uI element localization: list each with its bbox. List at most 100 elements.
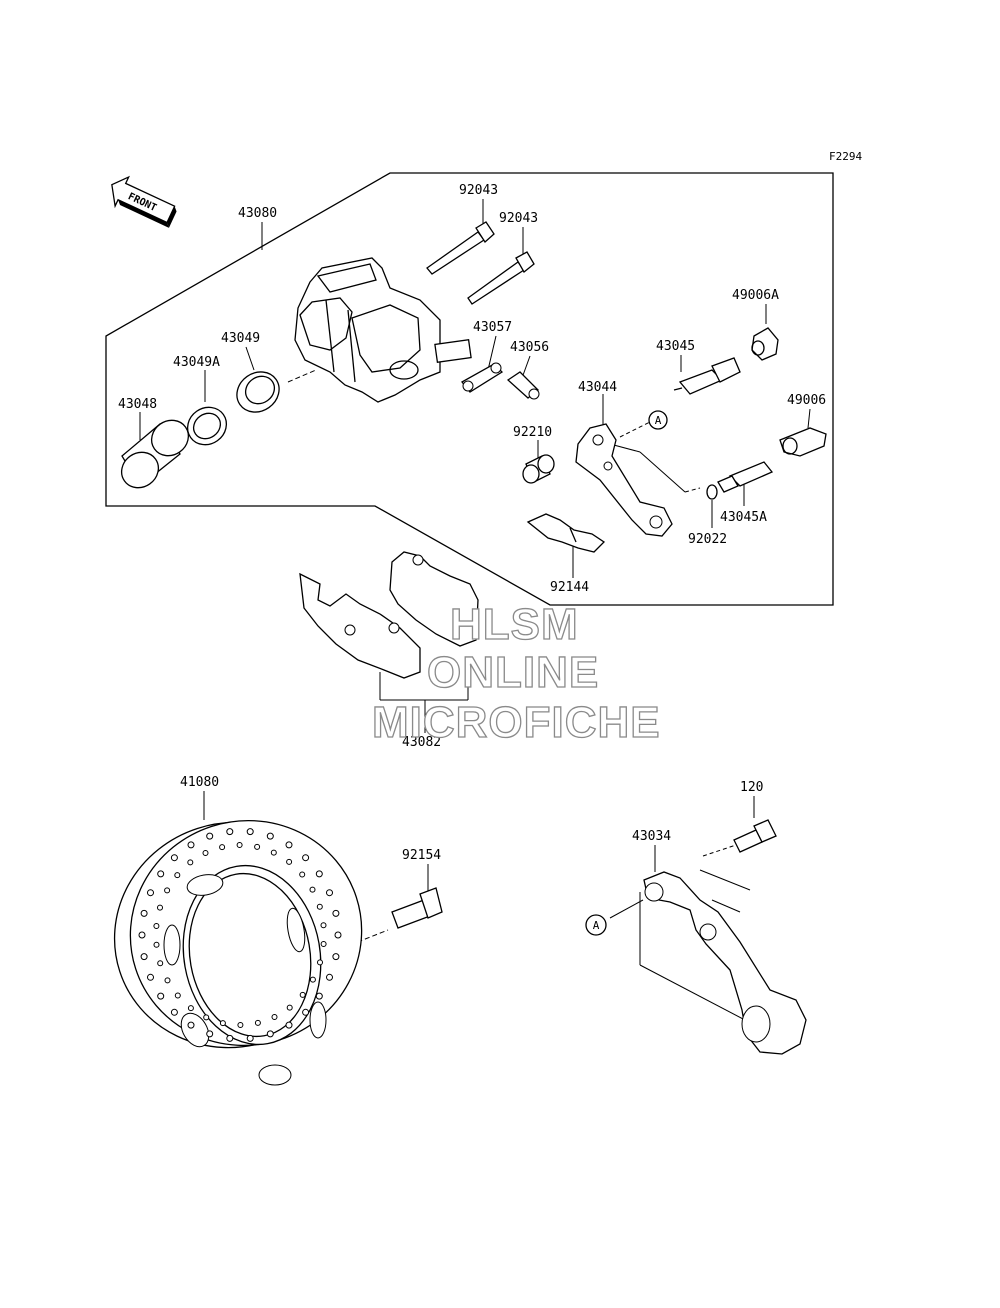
watermark-line-3: MICROFICHE: [371, 697, 661, 747]
part-label-92210[interactable]: 92210: [513, 425, 553, 440]
part-label-43049A[interactable]: 43049A: [173, 355, 220, 370]
part-label-43080[interactable]: 43080: [238, 206, 278, 221]
disc-drill-hole: [270, 849, 277, 856]
reference-marker-a-upper: A: [648, 410, 668, 430]
part-label-49006[interactable]: 49006: [787, 393, 827, 408]
disc-drill-hole: [157, 904, 163, 911]
part-label-43056[interactable]: 43056: [510, 340, 550, 355]
disc-drill-hole: [334, 931, 342, 939]
watermark-line-1: HLSM: [449, 599, 579, 649]
disc-drill-hole: [316, 903, 323, 910]
disc-drill-hole: [164, 887, 171, 894]
disc-drill-hole: [170, 1008, 178, 1016]
disc-drill-hole: [174, 872, 181, 879]
disc-drill-hole: [219, 1020, 226, 1027]
bleeder-valve-43056: [506, 371, 540, 400]
disc-drill-hole: [187, 1021, 195, 1029]
part-label-92022[interactable]: 92022: [688, 532, 728, 547]
disc-drill-hole: [140, 953, 148, 961]
disc-drill-hole: [246, 1034, 254, 1042]
disc-drill-hole: [326, 889, 333, 897]
disc-drill-hole: [266, 1030, 274, 1038]
disc-drill-hole: [254, 1019, 261, 1026]
slide-pin-lower: [467, 251, 535, 305]
disc-drill-hole: [326, 973, 333, 981]
disc-drill-hole: [153, 923, 160, 929]
disc-drill-hole: [332, 953, 340, 961]
disc-drill-hole: [147, 973, 154, 981]
disc-drill-hole: [266, 832, 274, 840]
bleeder-cap-43057: [461, 362, 504, 393]
disc-drill-hole: [203, 1014, 210, 1021]
part-label-43034[interactable]: 43034: [632, 829, 672, 844]
disc-drill-hole: [187, 1005, 194, 1012]
disc-drill-hole: [157, 870, 165, 878]
piston-43048: [120, 419, 190, 489]
disc-drill-hole: [164, 977, 171, 984]
disc-drill-hole: [315, 992, 323, 1000]
part-label-120[interactable]: 120: [740, 780, 764, 795]
svg-text:A: A: [593, 919, 600, 932]
part-label-43045A[interactable]: 43045A: [720, 510, 767, 525]
bolt-120: [733, 819, 777, 853]
disc-drill-hole: [332, 909, 340, 917]
collar-49006: [779, 427, 827, 457]
disc-drill-hole: [302, 1008, 310, 1016]
disc-drill-hole: [206, 832, 214, 840]
part-label-43045[interactable]: 43045: [656, 339, 696, 354]
disc-drill-hole: [317, 959, 323, 966]
disc-drill-hole: [271, 1014, 278, 1020]
disc-drill-hole: [187, 841, 195, 849]
brake-pads-43082: [299, 551, 479, 679]
part-label-43082[interactable]: 43082: [402, 735, 442, 750]
slide-pin-upper: [426, 221, 495, 275]
disc-drill-hole: [320, 941, 327, 947]
part-label-92154[interactable]: 92154: [402, 848, 442, 863]
caliper-bracket-43044: [575, 423, 673, 537]
disc-drill-holes: [138, 828, 342, 1042]
part-label-41080[interactable]: 41080: [180, 775, 220, 790]
figure-code: F2294: [829, 150, 863, 163]
front-arrow: FRONT: [111, 175, 177, 228]
disc-drill-hole: [309, 886, 316, 893]
disc-drill-hole: [187, 859, 194, 866]
pin-43045: [673, 357, 741, 395]
part-label-92043-lower[interactable]: 92043: [499, 211, 539, 226]
part-label-92043-upper[interactable]: 92043: [459, 183, 499, 198]
disc-drill-hole: [153, 941, 160, 948]
sleeve-92210: [522, 454, 555, 484]
torque-link-43034: [643, 871, 807, 1055]
disc-drill-hole: [219, 844, 226, 851]
disc-drill-hole: [285, 841, 293, 849]
part-label-92144[interactable]: 92144: [550, 580, 590, 595]
part-label-49006A[interactable]: 49006A: [732, 288, 779, 303]
ring-92022: [706, 484, 718, 500]
disc-drill-hole: [299, 871, 306, 878]
svg-text:A: A: [655, 414, 662, 427]
disc-drill-hole: [226, 1034, 234, 1042]
seal-43049: [236, 371, 280, 413]
disc-drill-hole: [174, 992, 181, 999]
disc-drill-hole: [254, 843, 261, 850]
disc-drill-hole: [140, 909, 148, 917]
pad-spring-92144: [526, 513, 606, 553]
disc-drill-hole: [226, 828, 234, 836]
part-label-43057[interactable]: 43057: [473, 320, 513, 335]
disc-drill-hole: [138, 931, 146, 939]
watermark-line-2: ONLINE: [426, 647, 600, 697]
disc-drill-hole: [286, 1004, 293, 1011]
caliper-body: [294, 257, 472, 403]
disc-drill-hole: [236, 842, 243, 848]
disc-bolt-92154: [391, 887, 443, 929]
part-label-43048[interactable]: 43048: [118, 397, 158, 412]
reference-marker-a-lower: A: [585, 914, 607, 936]
brake-disc-41080: [113, 819, 363, 1086]
disc-drill-hole: [302, 854, 310, 862]
disc-drill-hole: [286, 858, 293, 865]
part-label-43044[interactable]: 43044: [578, 380, 618, 395]
disc-drill-hole: [170, 854, 178, 862]
seal-43049A: [186, 406, 228, 446]
disc-drill-hole: [202, 850, 209, 856]
part-label-43049[interactable]: 43049: [221, 331, 261, 346]
